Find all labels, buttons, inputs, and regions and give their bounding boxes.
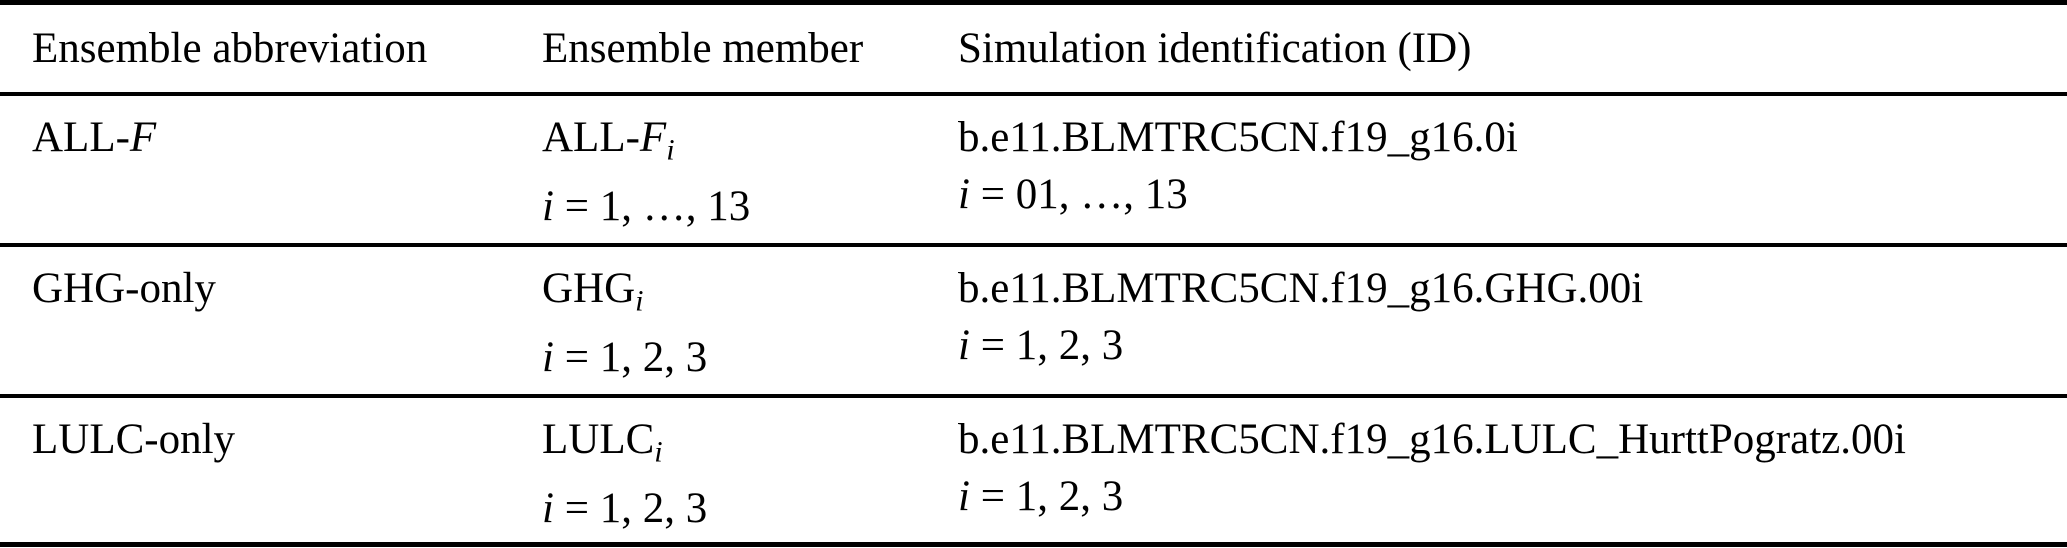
column-header-simulation-id: Simulation identification (ID) [958,25,1472,72]
ensemble-abbreviation-text: LULC-only [32,411,542,468]
index-values: = 1, 2, 3 [969,473,1124,520]
table-row-lulc-only: LULC-only LULCi i = 1, 2, 3 b.e11.BLMTRC… [0,398,2067,542]
abbreviation-base: LULC-only [32,416,236,463]
id-index-range: i = 1, 2, 3 [958,317,2067,374]
table-top-rule [0,0,2067,5]
index-values: = 01, …, 13 [969,171,1188,218]
member-base: ALL- [542,114,640,161]
row-divider-rule [0,243,2067,247]
index-variable: i [958,171,970,218]
index-values: = 1, 2, 3 [553,334,708,382]
ensemble-abbreviation-text: ALL-F [32,109,542,166]
cell-ensemble-abbreviation: LULC-only [0,411,542,542]
cell-ensemble-member: LULCi i = 1, 2, 3 [542,411,958,542]
abbreviation-base: GHG-only [32,265,216,312]
member-base: GHG [542,265,636,312]
ensemble-member-name: GHGi [542,260,958,329]
abbreviation-base: ALL- [32,114,130,161]
member-italic-part: F [639,114,667,161]
cell-ensemble-abbreviation: GHG-only [0,260,542,394]
cell-ensemble-abbreviation: ALL-F [0,109,542,243]
member-base: LULC [542,416,655,463]
index-values: = 1, 2, 3 [969,322,1124,369]
simulation-id-code: b.e11.BLMTRC5CN.f19_g16.GHG.00i [958,265,1644,312]
ensemble-member-name: LULCi [542,411,958,480]
ensemble-member-name: ALL-Fi [542,109,958,178]
simulation-id-code: b.e11.BLMTRC5CN.f19_g16.LULC_HurttPograt… [958,416,1906,463]
table-bottom-rule [0,542,2067,547]
id-index-range: i = 01, …, 13 [958,166,2067,223]
index-values: = 1, 2, 3 [553,485,708,533]
member-subscript: i [635,283,644,318]
column-header-ensemble-abbreviation: Ensemble abbreviation [32,25,428,72]
index-variable: i [542,183,554,231]
table-header-row: Ensemble abbreviation Ensemble member Si… [0,5,2067,92]
cell-simulation-id: b.e11.BLMTRC5CN.f19_g16.GHG.00i i = 1, 2… [958,260,2067,394]
table-row-all-f: ALL-F ALL-Fi i = 1, …, 13 b.e11.BLMTRC5C… [0,96,2067,243]
cell-simulation-id: b.e11.BLMTRC5CN.f19_g16.0i i = 01, …, 13 [958,109,2067,243]
index-variable: i [542,334,554,382]
member-subscript: i [654,434,663,469]
cell-ensemble-member: GHGi i = 1, 2, 3 [542,260,958,394]
member-index-range: i = 1, 2, 3 [542,480,958,537]
cell-simulation-id: b.e11.BLMTRC5CN.f19_g16.LULC_HurttPograt… [958,411,2067,542]
table-row-ghg-only: GHG-only GHGi i = 1, 2, 3 b.e11.BLMTRC5C… [0,247,2067,394]
cell-ensemble-member: ALL-Fi i = 1, …, 13 [542,109,958,243]
column-header-ensemble-member: Ensemble member [542,25,864,72]
row-divider-rule [0,394,2067,398]
id-index-range: i = 1, 2, 3 [958,468,2067,525]
member-subscript: i [666,132,675,167]
abbreviation-italic-part: F [129,114,157,161]
member-index-range: i = 1, 2, 3 [542,329,958,386]
ensemble-abbreviation-text: GHG-only [32,260,542,317]
simulation-id-code: b.e11.BLMTRC5CN.f19_g16.0i [958,114,1518,161]
index-values: = 1, …, 13 [553,183,751,231]
index-variable: i [958,473,970,520]
index-variable: i [958,322,970,369]
header-divider-rule [0,92,2067,96]
index-variable: i [542,485,554,533]
member-index-range: i = 1, …, 13 [542,178,958,235]
